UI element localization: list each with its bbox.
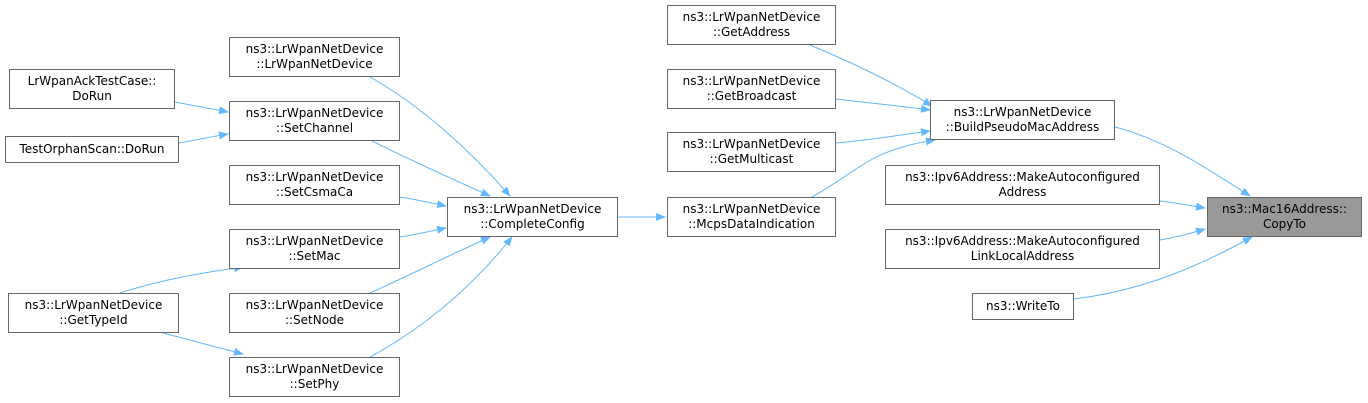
node-copyto: ns3::Mac16Address::CopyTo: [1207, 197, 1362, 237]
node-label-line: ns3::Mac16Address::: [1221, 202, 1348, 216]
node-label-line: ::LrWpanNetDevice: [256, 57, 373, 71]
node-label-line: ::GetBroadcast: [706, 89, 797, 103]
node-label-line: DoRun: [72, 89, 112, 103]
node-gettypeid[interactable]: ns3::LrWpanNetDevice::GetTypeId: [8, 293, 179, 333]
edge-orphanscan-to-setchannel: [178, 131, 229, 144]
node-writeto[interactable]: ns3::WriteTo: [972, 293, 1074, 320]
node-label-line: ::SetNode: [284, 313, 345, 327]
node-label-line: LinkLocalAddress: [970, 249, 1075, 263]
node-setphy[interactable]: ns3::LrWpanNetDevice::SetPhy: [229, 357, 400, 397]
node-getbroadcast[interactable]: ns3::LrWpanNetDevice::GetBroadcast: [667, 69, 836, 109]
node-ctor[interactable]: ns3::LrWpanNetDevice::LrWpanNetDevice: [229, 37, 400, 77]
node-setchannel[interactable]: ns3::LrWpanNetDevice::SetChannel: [229, 101, 400, 141]
edge-getbroadcast-to-buildpseudo: [835, 98, 931, 113]
node-label-line: ns3::LrWpanNetDevice: [24, 298, 163, 312]
node-label-line: ns3::LrWpanNetDevice: [245, 106, 384, 120]
node-label-line: LrWpanAckTestCase::: [27, 74, 157, 88]
edge-ipv6auto-to-copyto: [1159, 200, 1206, 211]
node-label-line: ns3::WriteTo: [986, 299, 1060, 313]
edge-setmac-to-completeconfig: [399, 225, 447, 238]
edge-gettypeid-to-setmac: [119, 264, 244, 294]
edge-setnode-to-completeconfig: [369, 236, 491, 294]
node-getmulticast[interactable]: ns3::LrWpanNetDevice::GetMulticast: [667, 132, 836, 172]
node-label-line: ns3::LrWpanNetDevice: [245, 42, 384, 56]
node-label-line: ns3::Ipv6Address::MakeAutoconfigured: [905, 234, 1140, 248]
node-mcps[interactable]: ns3::LrWpanNetDevice::McpsDataIndication: [667, 197, 836, 237]
node-label-line: ::McpsDataIndication: [688, 217, 815, 231]
node-label-line: ::GetAddress: [712, 25, 791, 39]
node-label-line: ns3::LrWpanNetDevice: [682, 74, 821, 88]
edge-gettypeid-to-setphy: [162, 332, 244, 356]
edge-ctor-to-completeconfig: [369, 76, 511, 197]
node-acktest[interactable]: LrWpanAckTestCase::DoRun: [9, 69, 175, 109]
edge-setcsmaca-to-completeconfig: [399, 196, 447, 209]
node-label-line: ns3::LrWpanNetDevice: [682, 202, 821, 216]
node-label-line: ns3::LrWpanNetDevice: [953, 105, 1092, 119]
node-label-line: Address: [998, 185, 1047, 199]
node-label-line: ::SetCsmaCa: [275, 185, 354, 199]
node-label-line: ns3::Ipv6Address::MakeAutoconfigured: [905, 170, 1140, 184]
node-label-line: ns3::LrWpanNetDevice: [245, 362, 384, 376]
node-label-line: CopyTo: [1262, 217, 1307, 231]
edge-getmulticast-to-buildpseudo: [835, 128, 931, 144]
node-label-line: ::SetMac: [288, 249, 341, 263]
node-label-line: ns3::LrWpanNetDevice: [682, 137, 821, 151]
node-buildpseudo[interactable]: ns3::LrWpanNetDevice::BuildPseudoMacAddr…: [930, 100, 1115, 140]
edge-buildpseudo-to-copyto: [1114, 126, 1251, 197]
node-label-line: ::SetChannel: [275, 121, 354, 135]
node-label-line: ::SetPhy: [289, 377, 340, 391]
node-completeconfig[interactable]: ns3::LrWpanNetDevice::CompleteConfig: [447, 197, 618, 237]
node-setcsmaca[interactable]: ns3::LrWpanNetDevice::SetCsmaCa: [229, 165, 400, 205]
node-getaddress[interactable]: ns3::LrWpanNetDevice::GetAddress: [667, 5, 836, 45]
edge-ipv6linklocal-to-copyto: [1159, 227, 1206, 241]
node-label-line: ns3::LrWpanNetDevice: [463, 202, 602, 216]
node-label-line: ::BuildPseudoMacAddress: [945, 120, 1100, 134]
call-edges: [119, 44, 1253, 358]
node-label-line: ns3::LrWpanNetDevice: [245, 234, 384, 248]
edge-getaddress-to-buildpseudo: [809, 44, 933, 107]
edge-mcps-to-buildpseudo: [811, 137, 936, 198]
node-setmac[interactable]: ns3::LrWpanNetDevice::SetMac: [229, 229, 400, 269]
node-label-line: ns3::LrWpanNetDevice: [245, 170, 384, 184]
edge-setphy-to-completeconfig: [369, 236, 513, 358]
edge-writeto-to-copyto: [1073, 236, 1253, 300]
edge-setchannel-to-completeconfig: [371, 140, 491, 197]
node-label-line: ::CompleteConfig: [480, 217, 585, 231]
node-label-line: ns3::LrWpanNetDevice: [682, 10, 821, 24]
node-label-line: ::GetTypeId: [59, 313, 128, 327]
edge-acktest-to-setchannel: [174, 101, 229, 115]
node-label-line: ::GetMulticast: [709, 152, 794, 166]
node-label-line: TestOrphanScan::DoRun: [19, 142, 165, 156]
node-setnode[interactable]: ns3::LrWpanNetDevice::SetNode: [229, 293, 400, 333]
node-orphanscan[interactable]: TestOrphanScan::DoRun: [5, 136, 179, 163]
node-label-line: ns3::LrWpanNetDevice: [245, 298, 384, 312]
